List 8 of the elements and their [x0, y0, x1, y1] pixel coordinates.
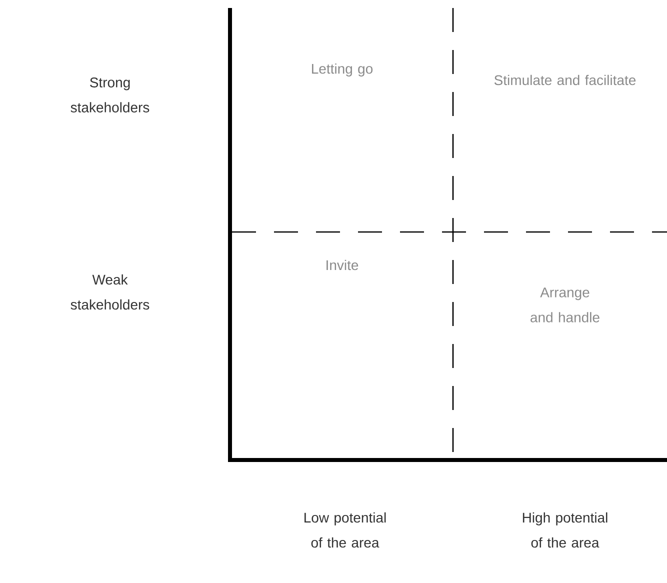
quadrant-label: Letting go	[312, 63, 373, 76]
quadrant-label: Stimulate and facilitate	[494, 74, 636, 86]
axis-label: High potential of the area	[522, 512, 608, 548]
axis-label: Weak stakeholders	[70, 274, 150, 310]
quadrant-label: Arrange and handle	[530, 288, 600, 322]
quadrant-label: Invite	[326, 260, 358, 270]
axis-label: Low potential of the area	[304, 512, 386, 548]
axis-label: Strong stakeholders	[70, 78, 150, 112]
